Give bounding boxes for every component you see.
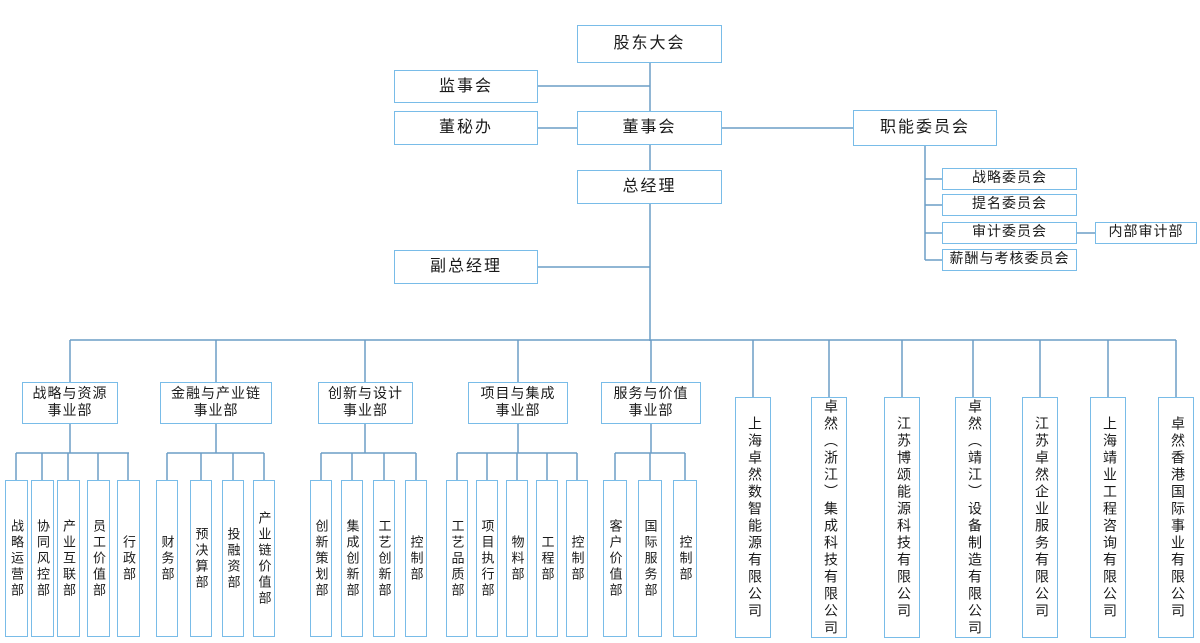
department-box: 产业链价值部 [253,480,275,637]
division-name-line1: 金融与产业链 [171,386,261,402]
committee-label: 提名委员会 [972,197,1047,213]
department-box: 预决算部 [190,480,212,637]
department-label: 工艺品质部 [449,518,465,599]
department-label: 产业链价值部 [256,510,272,607]
subsidiary-box: 江苏卓然企业服务有限公司 [1022,397,1058,638]
subsidiary-box: 上海靖业工程咨询有限公司 [1090,397,1126,638]
node-functional-committees: 职能委员会 [853,110,997,146]
node-label: 副总经理 [429,258,502,275]
subsidiary-label: 江苏卓然企业服务有限公司 [1033,415,1048,620]
department-box: 产业互联部 [57,480,80,637]
node-label: 董事会 [622,119,677,136]
node-internal-audit-dept: 内部审计部 [1095,222,1197,244]
subsidiary-label: 卓然香港国际事业有限公司 [1169,415,1184,620]
committee-box-audit: 审计委员会 [942,222,1077,244]
division-name-line1: 创新与设计 [328,386,403,402]
division-box: 战略与资源 事业部 [22,382,118,424]
department-box: 行政部 [117,480,140,637]
department-box: 创新策划部 [310,480,332,637]
committee-box-nomination: 提名委员会 [942,194,1077,216]
department-label: 集成创新部 [344,518,360,599]
division-box: 金融与产业链 事业部 [160,382,272,424]
node-label: 职能委员会 [879,119,970,136]
department-label: 创新策划部 [313,518,329,599]
department-box: 控制部 [405,480,427,637]
division-name-line2: 事业部 [343,404,388,419]
department-label: 协同风控部 [35,518,50,599]
division-name-line1: 服务与价值 [613,386,689,402]
department-box: 员工价值部 [87,480,110,637]
department-box: 工程部 [536,480,558,637]
department-box: 战略运营部 [5,480,28,637]
division-name-line2: 事业部 [47,404,93,419]
department-box: 控制部 [566,480,588,637]
subsidiary-label: 卓然（靖江）设备制造有限公司 [966,398,981,637]
department-box: 财务部 [156,480,178,637]
department-label: 物料部 [509,534,525,583]
division-box: 创新与设计 事业部 [318,382,413,424]
division-name-line2: 事业部 [193,404,239,419]
committee-label: 审计委员会 [972,225,1047,241]
node-board-secretary-office: 董秘办 [394,111,538,145]
department-box: 集成创新部 [341,480,363,637]
node-label: 总经理 [622,178,677,195]
department-label: 控制部 [569,534,585,583]
department-label: 员工价值部 [91,518,106,599]
subsidiary-label: 上海卓然数智能源有限公司 [746,415,761,620]
subsidiary-box: 卓然（靖江）设备制造有限公司 [955,397,991,638]
division-box: 项目与集成 事业部 [468,382,568,424]
node-board-of-directors: 董事会 [577,111,722,145]
department-label: 国际服务部 [642,518,658,599]
node-shareholders-meeting: 股东大会 [577,25,722,63]
department-label: 客户价值部 [607,518,623,599]
division-box: 服务与价值 事业部 [601,382,701,424]
subsidiary-box: 上海卓然数智能源有限公司 [735,397,771,638]
division-name-line2: 事业部 [628,404,674,419]
node-supervisory-board: 监事会 [394,70,538,103]
department-box: 物料部 [506,480,528,637]
node-label: 股东大会 [613,35,686,52]
node-label: 董秘办 [438,119,493,136]
committee-box-remuneration: 薪酬与考核委员会 [942,249,1077,271]
subsidiary-label: 江苏博颂能源科技有限公司 [895,415,910,620]
subsidiary-label: 卓然（浙江）集成科技有限公司 [822,398,837,637]
committee-box-strategy: 战略委员会 [942,168,1077,190]
department-box: 国际服务部 [638,480,662,637]
department-box: 投融资部 [222,480,244,637]
department-box: 控制部 [673,480,697,637]
subsidiary-box: 卓然香港国际事业有限公司 [1158,397,1194,638]
committee-label: 战略委员会 [972,171,1047,187]
node-general-manager: 总经理 [577,170,722,204]
node-label: 内部审计部 [1108,225,1184,241]
department-label: 控制部 [677,534,693,583]
division-name-line1: 战略与资源 [32,386,108,402]
department-label: 控制部 [408,534,424,583]
department-label: 预决算部 [193,526,209,591]
department-label: 行政部 [121,534,136,583]
department-label: 战略运营部 [9,518,24,599]
department-box: 协同风控部 [31,480,54,637]
department-label: 财务部 [159,534,175,583]
department-label: 工艺创新部 [376,518,392,599]
division-name-line2: 事业部 [495,404,541,419]
node-deputy-general-manager: 副总经理 [394,250,538,284]
department-box: 工艺品质部 [446,480,468,637]
department-label: 产业互联部 [61,518,76,599]
subsidiary-box: 卓然（浙江）集成科技有限公司 [811,397,847,638]
department-box: 客户价值部 [603,480,627,637]
department-label: 项目执行部 [479,518,495,599]
node-label: 监事会 [438,77,493,95]
department-label: 投融资部 [225,526,241,591]
subsidiary-label: 上海靖业工程咨询有限公司 [1101,415,1116,620]
subsidiary-box: 江苏博颂能源科技有限公司 [884,397,920,638]
division-name-line1: 项目与集成 [480,386,556,402]
department-label: 工程部 [539,534,555,583]
department-box: 项目执行部 [476,480,498,637]
department-box: 工艺创新部 [373,480,395,637]
committee-label: 薪酬与考核委员会 [949,252,1070,268]
